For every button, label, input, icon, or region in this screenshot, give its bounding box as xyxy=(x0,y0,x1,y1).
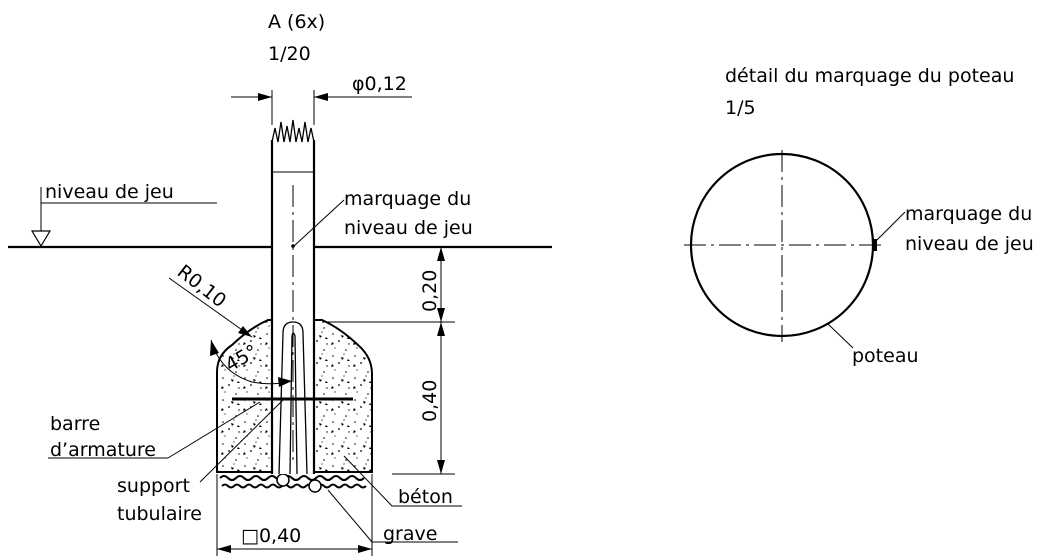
main-scale: 1/20 xyxy=(268,43,311,65)
support-label-line1: support xyxy=(117,475,190,497)
marking-label-line1: marquage du xyxy=(344,188,471,210)
post-leader xyxy=(827,323,854,349)
main-view: A (6x) 1/20 φ0,12 xyxy=(8,11,552,556)
marking-rect xyxy=(873,239,877,251)
gravel-label: grave xyxy=(383,523,437,545)
diameter-label: φ0,12 xyxy=(352,73,407,95)
tubular-support xyxy=(278,321,308,475)
support-label-line2: tubulaire xyxy=(117,503,202,525)
detail-marking-leader xyxy=(876,211,906,241)
detail-marking-line2: niveau de jeu xyxy=(905,233,1034,255)
detail-view: détail du marquage du poteau 1/5 marquag… xyxy=(684,65,1034,367)
detail-title: détail du marquage du poteau xyxy=(725,65,1014,87)
support-leader: support tubulaire xyxy=(117,399,284,525)
marking-label-line2: niveau de jeu xyxy=(344,217,473,239)
concrete-label: béton xyxy=(398,486,453,508)
marking-leader: marquage du niveau de jeu xyxy=(293,188,473,247)
detail-scale: 1/5 xyxy=(725,97,756,119)
post xyxy=(270,119,316,474)
rebar-label-line1: barre xyxy=(50,413,100,435)
rebar-leader: barre d’armature xyxy=(48,401,261,461)
level-of-play-label: niveau de jeu xyxy=(45,181,174,203)
dim-040-label: 0,40 xyxy=(419,380,441,422)
gravel-layer xyxy=(219,473,370,493)
post-label: poteau xyxy=(852,345,919,367)
level-of-play-marker: niveau de jeu xyxy=(30,181,217,248)
gravel-leader: grave xyxy=(327,489,458,545)
square-label: □0,40 xyxy=(241,525,301,547)
concrete-leader: béton xyxy=(343,455,462,508)
main-title: A (6x) xyxy=(268,11,325,33)
rebar-label-line2: d’armature xyxy=(50,439,156,461)
radius-dimension: R0,10 xyxy=(168,261,253,338)
vertical-dimensions: 0,20 0,40 xyxy=(322,247,455,475)
square-dimension: □0,40 xyxy=(216,474,373,556)
detail-marking-line1: marquage du xyxy=(905,203,1032,225)
dim-020-label: 0,20 xyxy=(419,270,441,312)
diameter-dimension: φ0,12 xyxy=(231,73,412,125)
